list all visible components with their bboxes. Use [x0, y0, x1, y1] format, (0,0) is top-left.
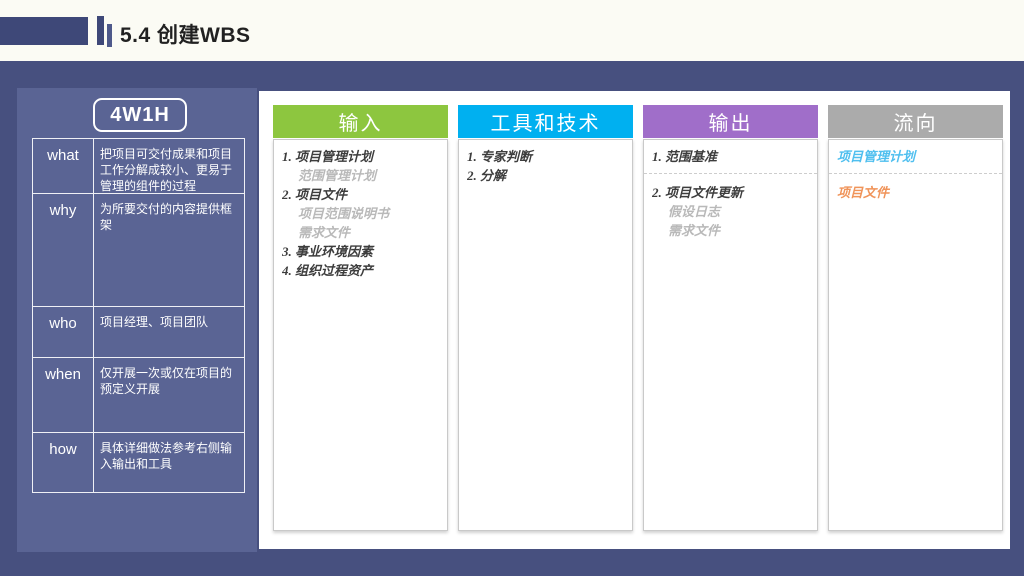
row-desc: 具体详细做法参考右侧输入输出和工具 [100, 441, 233, 471]
column-tools: 工具和技术 1. 专家判断 2. 分解 [458, 105, 633, 531]
column-output-body: 1. 范围基准 2. 项目文件更新 假设日志 需求文件 [643, 139, 818, 531]
fourw-badge: 4W1H [93, 98, 187, 132]
list-item: 项目范围说明书 [298, 206, 390, 221]
table-row-why: why 为所要交付的内容提供框架 [33, 194, 244, 307]
row-desc: 把项目可交付成果和项目工作分解成较小、更易于管理的组件的过程 [100, 147, 233, 193]
list-item: 2. 项目文件 [282, 187, 348, 202]
itto-columns: 输入 1. 项目管理计划 范围管理计划 2. 项目文件 项目范围说明书 需求文件… [273, 105, 1003, 531]
list-item: 需求文件 [668, 223, 721, 238]
title-accent-rect [0, 17, 88, 45]
page-title: 5.4 创建WBS [120, 24, 251, 47]
list-item: 1. 项目管理计划 [282, 149, 374, 164]
table-row-who: who 项目经理、项目团队 [33, 307, 244, 358]
title-accent-bar-2 [107, 24, 112, 47]
itto-panel: 输入 1. 项目管理计划 范围管理计划 2. 项目文件 项目范围说明书 需求文件… [259, 91, 1010, 549]
title-accent-bar-1 [97, 16, 104, 45]
column-flow-body: 项目管理计划 项目文件 [828, 139, 1003, 531]
list-item: 4. 组织过程资产 [282, 263, 374, 278]
column-output: 输出 1. 范围基准 2. 项目文件更新 假设日志 需求文件 [643, 105, 818, 531]
fourw-table: what 把项目可交付成果和项目工作分解成较小、更易于管理的组件的过程 why … [32, 138, 245, 493]
row-desc: 项目经理、项目团队 [100, 315, 209, 329]
row-desc: 仅开展一次或仅在项目的预定义开展 [100, 366, 233, 396]
row-label: when [33, 358, 94, 432]
row-label: what [33, 139, 94, 193]
row-label: who [33, 307, 94, 357]
list-item: 1. 专家判断 [467, 149, 533, 164]
dashed-divider [829, 173, 1002, 174]
column-input-header: 输入 [273, 105, 448, 138]
column-input: 输入 1. 项目管理计划 范围管理计划 2. 项目文件 项目范围说明书 需求文件… [273, 105, 448, 531]
list-item: 范围管理计划 [298, 168, 377, 183]
column-flow-header: 流向 [828, 105, 1003, 138]
list-item: 2. 项目文件更新 [652, 185, 744, 200]
table-row-when: when 仅开展一次或仅在项目的预定义开展 [33, 358, 244, 433]
list-item: 3. 事业环境因素 [282, 244, 374, 259]
row-label: why [33, 194, 94, 306]
column-flow: 流向 项目管理计划 项目文件 [828, 105, 1003, 531]
column-output-header: 输出 [643, 105, 818, 138]
dashed-divider [644, 173, 817, 174]
table-row-how: how 具体详细做法参考右侧输入输出和工具 [33, 433, 244, 492]
column-tools-body: 1. 专家判断 2. 分解 [458, 139, 633, 531]
column-input-body: 1. 项目管理计划 范围管理计划 2. 项目文件 项目范围说明书 需求文件 3.… [273, 139, 448, 531]
list-item: 2. 分解 [467, 168, 507, 183]
list-item: 需求文件 [298, 225, 351, 240]
row-label: how [33, 433, 94, 492]
list-item: 假设日志 [668, 204, 721, 219]
fourw-panel: 4W1H what 把项目可交付成果和项目工作分解成较小、更易于管理的组件的过程… [17, 88, 257, 552]
row-desc: 为所要交付的内容提供框架 [100, 202, 233, 232]
column-tools-header: 工具和技术 [458, 105, 633, 138]
list-item: 1. 范围基准 [652, 149, 718, 164]
table-row-what: what 把项目可交付成果和项目工作分解成较小、更易于管理的组件的过程 [33, 139, 244, 194]
list-item: 项目管理计划 [837, 149, 916, 164]
list-item: 项目文件 [837, 185, 890, 200]
